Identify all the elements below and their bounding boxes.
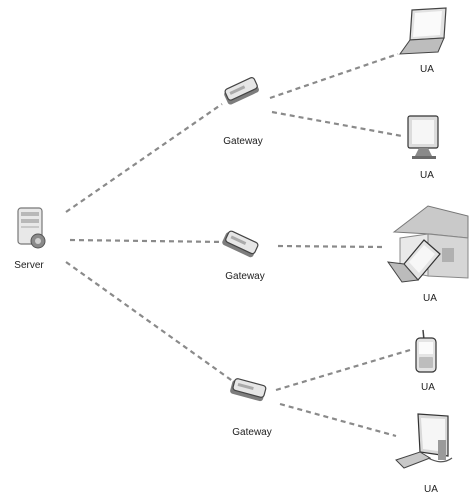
ua-label: UA <box>420 64 434 75</box>
connection-gateway_bottom-to-ua_desktop <box>279 402 397 438</box>
connection-server-to-gateway_top <box>65 103 223 213</box>
house-laptop-icon <box>386 205 469 283</box>
connection-server-to-gateway_mid <box>69 238 227 244</box>
gateway-icon <box>230 378 267 402</box>
monitor-icon <box>407 115 439 159</box>
mobile-phone-icon <box>415 329 437 373</box>
connection-gateway_bottom-to-ua_phone <box>275 348 411 392</box>
connection-gateway_top-to-ua_laptop <box>269 52 399 100</box>
gateway-label: Gateway <box>232 427 272 438</box>
server-icon <box>17 207 46 249</box>
ua-label: UA <box>423 293 437 304</box>
connections <box>65 52 411 438</box>
server-label: Server <box>14 260 44 271</box>
desktop-computer-icon <box>395 413 453 469</box>
gateway-icon <box>222 230 259 258</box>
gateway-icon <box>224 77 259 105</box>
connection-gateway_mid-to-ua_home <box>277 244 385 249</box>
laptop-icon <box>398 7 447 55</box>
ua-label: UA <box>421 382 435 393</box>
connection-gateway_top-to-ua_monitor <box>271 110 403 138</box>
gateway-label: Gateway <box>223 136 263 147</box>
connection-server-to-gateway_bottom <box>65 261 235 383</box>
ua-label: UA <box>420 170 434 181</box>
ua-label: UA <box>424 484 438 495</box>
gateway-label: Gateway <box>225 271 265 282</box>
